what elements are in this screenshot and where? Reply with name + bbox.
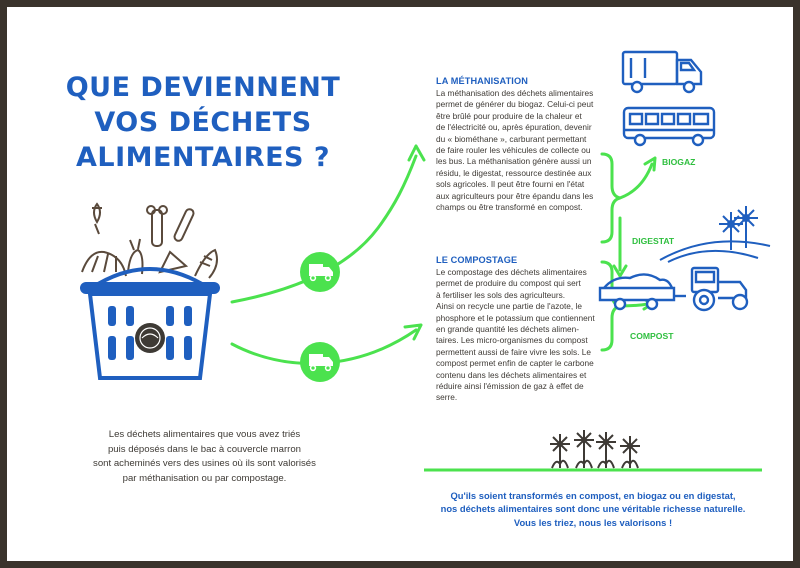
- body-line: Le compostage des déchets alimentaires: [436, 267, 587, 277]
- flowers-hill-icon: [659, 206, 771, 261]
- footer-line: Vous les triez, nous les valorisons !: [513, 516, 673, 528]
- collection-truck-icon: [300, 252, 340, 292]
- intro-line: puis déposés dans le bac à couvercle mar…: [107, 443, 302, 455]
- garbage-truck-icon: [621, 50, 703, 94]
- intro-line: Les déchets alimentaires que vous avez t…: [108, 429, 301, 440]
- body-line: aux agriculteurs pour être épandu dans l…: [436, 190, 594, 201]
- body-line: compost permet enfin de capter le carbon…: [436, 358, 594, 369]
- title-line-3: ALIMENTAIRES ?: [75, 142, 331, 173]
- digestat-label: DIGESTAT: [632, 236, 675, 246]
- body-line: permet de générer du biogaz. Celui-ci pe…: [436, 99, 594, 110]
- methanisation-title: LA MÉTHANISATION: [436, 76, 528, 86]
- title-line-1: QUE DEVIENNENT: [65, 72, 341, 103]
- body-line: résidu, le digestat, ressource destinée …: [436, 167, 592, 178]
- food-waste-basket-icon: [80, 202, 220, 380]
- body-line: Ainsi on recycle une partie de l'azote, …: [436, 301, 582, 312]
- footer-line: Qu'ils soient transformés en compost, en…: [450, 490, 736, 501]
- body-line: à fertiliser les sols des agriculteurs.: [436, 289, 566, 300]
- tractor-trailer-icon: [598, 249, 759, 312]
- body-line: de l'électricité ou, après épuration, de…: [436, 122, 592, 133]
- intro-line: par méthanisation ou par compostage.: [122, 472, 287, 484]
- biogaz-arrow: [618, 156, 657, 200]
- body-line: en grande quantité les déchets alimen-: [436, 324, 579, 335]
- footer-line: nos déchets alimentaires sont donc une v…: [440, 503, 746, 515]
- body-line: de faire rouler les véhicules de collect…: [436, 145, 591, 156]
- body-line: les bus. La méthanisation génère aussi u…: [436, 156, 592, 167]
- body-line: phosphore et le potassium que contiennen…: [436, 312, 595, 323]
- body-line: réduire ainsi l'émission de gaz à effet …: [436, 381, 584, 392]
- main-title: QUE DEVIENNENT VOS DÉCHETS ALIMENTAIRES …: [58, 70, 348, 175]
- methanisation-bracket: [600, 152, 621, 244]
- body-line: serre.: [436, 392, 458, 403]
- intro-text: Les déchets alimentaires que vous avez t…: [92, 428, 317, 486]
- compostage-title: LE COMPOSTAGE: [436, 255, 518, 265]
- body-line: du « biométhane », carburant permettant: [436, 133, 587, 144]
- body-line: contenu dans les déchets alimentaires et: [436, 369, 587, 380]
- body-line: La méthanisation des déchets alimentaire…: [436, 88, 594, 98]
- compost-label: COMPOST: [630, 331, 674, 341]
- collection-truck-icon: [300, 342, 340, 382]
- bus-icon: [622, 106, 716, 147]
- flower-bed-icon: [424, 430, 762, 472]
- footer-message: Qu'ils soient transformés en compost, en…: [408, 489, 778, 529]
- flow-arrow-methanisation: [230, 144, 426, 304]
- body-line: champs ou être transformé en compost.: [436, 202, 583, 213]
- body-line: permet de produire du compost qui sert: [436, 278, 581, 289]
- title-line-2: VOS DÉCHETS: [94, 107, 312, 138]
- body-line: taires. Les micro-organismes du compost: [436, 335, 588, 346]
- intro-line: sont acheminés vers des usines où ils so…: [93, 458, 316, 470]
- methanisation-body: La méthanisation des déchets alimentaire…: [436, 88, 593, 213]
- digestat-arrow: [612, 216, 628, 278]
- body-line: permettent aussi de faire vivre les sols…: [436, 346, 591, 357]
- biogaz-label: BIOGAZ: [662, 157, 696, 167]
- body-line: être brûlé pour produire de la chaleur e…: [436, 110, 582, 121]
- body-line: sols agricoles. Il peut être fourni en l…: [436, 179, 585, 190]
- compostage-body: Le compostage des déchets alimentaires p…: [436, 267, 595, 404]
